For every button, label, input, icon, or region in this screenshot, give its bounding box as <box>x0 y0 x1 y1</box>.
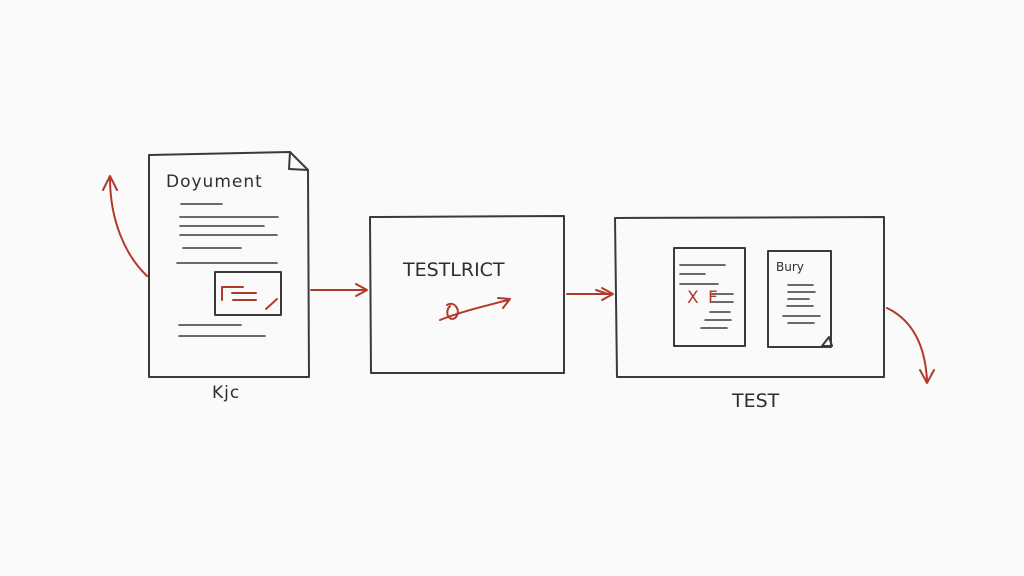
squiggle-arrow-icon <box>439 297 511 321</box>
corner-check-icon <box>821 336 833 347</box>
document-caption: Kjc <box>212 383 241 403</box>
fail-mark: X <box>687 288 700 308</box>
down-arrow-icon <box>886 307 935 384</box>
up-arrow-icon <box>102 175 148 277</box>
page-title: Bury <box>776 260 804 274</box>
failed-page <box>673 247 746 347</box>
arrow-right-icon <box>310 283 368 297</box>
embedded-image-box <box>214 271 282 316</box>
document-card <box>148 151 310 378</box>
test-box <box>614 216 885 378</box>
process-box <box>369 215 565 374</box>
test-caption: TEST <box>732 390 780 412</box>
arrow-right-icon <box>566 287 614 301</box>
folded-corner-icon <box>288 151 309 171</box>
document-title: Doyument <box>166 172 263 192</box>
fail-mark-f: F <box>708 288 719 308</box>
process-title: TESTLRICT <box>403 259 505 281</box>
passed-page <box>767 250 832 348</box>
document-text-lines <box>176 203 279 337</box>
embedded-image-marks <box>221 286 278 310</box>
